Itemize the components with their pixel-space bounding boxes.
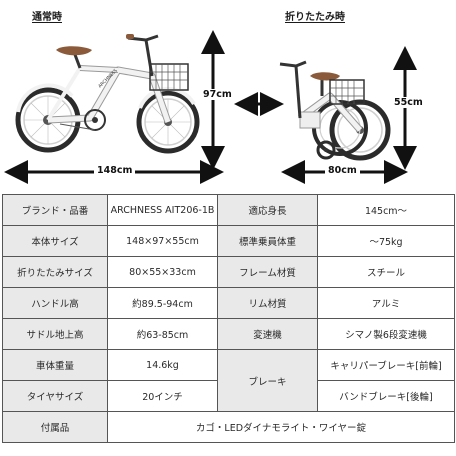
spec-value: 約89.5-94cm (107, 287, 218, 319)
folded-bicycle (279, 60, 391, 161)
spec-label: フレーム材質 (217, 256, 318, 288)
spec-label: 折りたたみサイズ (2, 256, 108, 288)
folded-saddle (310, 72, 340, 96)
spec-label: ハンドル高 (2, 287, 108, 319)
spec-label: サドル地上高 (2, 318, 108, 350)
chainring (59, 109, 106, 131)
normal-width-label: 148cm (94, 165, 136, 176)
spec-value: ARCHNESS AIT206-1B (107, 194, 218, 226)
table-row: 付属品 カゴ・LEDダイナモライト・ワイヤー錠 (2, 411, 455, 443)
normal-height-label: 97cm (203, 89, 232, 100)
folded-height-label: 55cm (394, 97, 423, 108)
spec-value: 145cm～ (317, 194, 455, 226)
normal-state-caption: 通常時 (32, 12, 62, 23)
frame: ARCHNESS (46, 65, 172, 124)
folded-width-label: 80cm (325, 165, 360, 176)
table-row: タイヤサイズ 20インチ バンドブレーキ[後輪] (2, 380, 455, 412)
spec-label: ブランド・品番 (2, 194, 108, 226)
table-row: サドル地上高 約63-85cm 変速機 シマノ製6段変速機 (2, 318, 455, 350)
folded-state-caption: 折りたたみ時 (285, 12, 345, 23)
spec-value: ～75kg (317, 225, 455, 257)
spec-label: 付属品 (2, 411, 108, 443)
spec-value: アルミ (317, 287, 455, 319)
spec-label: 適応身長 (217, 194, 318, 226)
spec-value: キャリパーブレーキ[前輪] (317, 349, 455, 381)
spec-label: 車体重量 (2, 349, 108, 381)
spec-label: リム材質 (217, 287, 318, 319)
spec-value: 80×55×33cm (107, 256, 218, 288)
folded-handlebar (279, 60, 307, 119)
spec-value: スチール (317, 256, 455, 288)
table-row: 車体重量 14.6kg ブレーキ キャリパーブレーキ[前輪] (2, 349, 455, 412)
spec-value: シマノ製6段変速機 (317, 318, 455, 350)
spec-table: ブランド・品番 ARCHNESS AIT206-1B 適応身長 145cm～ 本… (2, 194, 455, 443)
folded-basket (329, 79, 365, 105)
table-row: ブランド・品番 ARCHNESS AIT206-1B 適応身長 145cm～ (2, 194, 455, 226)
table-row: ハンドル高 約89.5-94cm リム材質 アルミ (2, 287, 455, 319)
spec-value: 20インチ (107, 380, 218, 412)
spec-label: 本体サイズ (2, 225, 108, 257)
spec-label-brake: ブレーキ (217, 349, 318, 412)
spec-value: バンドブレーキ[後輪] (317, 380, 455, 412)
spec-value-accessories: カゴ・LEDダイナモライト・ワイヤー錠 (107, 411, 455, 443)
front-basket (149, 63, 189, 91)
spec-label: 標準乗員体重 (217, 225, 318, 257)
spec-value: 14.6kg (107, 349, 218, 381)
table-row: 折りたたみサイズ 80×55×33cm フレーム材質 スチール (2, 256, 455, 288)
handlebar (126, 34, 159, 77)
table-row: 本体サイズ 148×97×55cm 標準乗員体重 ～75kg (2, 225, 455, 257)
spec-value: 148×97×55cm (107, 225, 218, 257)
folded-small-wheel (316, 140, 336, 160)
product-photo: ARCHNESS (4, 29, 417, 184)
seat-post-and-saddle (56, 46, 92, 69)
unfolded-bicycle: ARCHNESS (15, 34, 200, 154)
spec-value: 約63-85cm (107, 318, 218, 350)
spec-label: タイヤサイズ (2, 380, 108, 412)
spec-label: 変速機 (217, 318, 318, 350)
